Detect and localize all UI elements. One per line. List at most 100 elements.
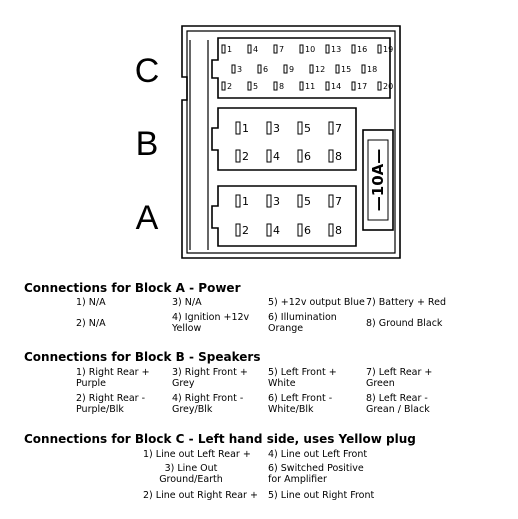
block-c-pin-1: 1) Line out Left Rear +	[143, 449, 251, 460]
svg-text:3: 3	[273, 122, 280, 135]
svg-text:4: 4	[273, 150, 280, 163]
block-a-pin-7: 7	[328, 194, 342, 208]
svg-text:12: 12	[315, 65, 325, 74]
block-a-pin-8: 8	[328, 223, 342, 237]
block-c-pin-13: 13	[325, 44, 341, 54]
svg-text:2: 2	[242, 150, 249, 163]
block-b-pin-2: 2	[235, 149, 249, 163]
svg-text:2: 2	[242, 224, 249, 237]
block-a-pin-2: 2	[235, 223, 249, 237]
svg-text:16: 16	[357, 45, 367, 54]
block-a-pin-1: 1) N/A	[76, 297, 106, 308]
svg-text:8: 8	[279, 82, 284, 91]
block-b-pin-4: 4) Right Front -Grey/Blk	[172, 393, 244, 415]
svg-text:4: 4	[273, 224, 280, 237]
svg-text:13: 13	[331, 45, 341, 54]
svg-text:7: 7	[335, 122, 342, 135]
block-c-pin-2: 2) Line out Right Rear +	[143, 490, 258, 501]
block-letter-a: A	[136, 199, 159, 237]
block-b-pin-6: 6) Left Front -White/Blk	[268, 393, 333, 415]
block-a-pin-2: 2) N/A	[76, 318, 106, 329]
block-c-pin-4: 4) Line out Left Front	[268, 449, 368, 460]
block-b-pin-4: 4	[266, 149, 280, 163]
block-a-pin-7: 7) Battery + Red	[366, 297, 446, 308]
block-c-pin-2: 2	[221, 81, 232, 91]
svg-text:11: 11	[305, 82, 315, 91]
block-letter-b: B	[136, 125, 159, 163]
block-c-pin-5: 5) Line out Right Front	[268, 490, 375, 501]
block-c-pin-1: 1	[221, 44, 232, 54]
block-b-pin-7: 7) Left Rear +Green	[366, 367, 433, 389]
block-c-pin-4: 4	[247, 44, 258, 54]
block-c-pin-19: 19	[377, 44, 393, 54]
svg-text:14: 14	[331, 82, 341, 91]
svg-text:10: 10	[305, 45, 315, 54]
block-b-pin-5: 5) Left Front +White	[268, 367, 337, 389]
block-b-pin-1: 1) Right Rear +Purple	[76, 367, 150, 389]
block-c-pin-11: 11	[299, 81, 315, 91]
block-b-pin-1: 1	[235, 121, 249, 135]
svg-text:6: 6	[304, 150, 311, 163]
block-b-pin-6: 6	[297, 149, 311, 163]
block-letter-c: C	[135, 52, 160, 90]
block-c-pin-20: 20	[377, 81, 393, 91]
svg-text:17: 17	[357, 82, 367, 91]
block-a-pin-8: 8) Ground Black	[366, 318, 443, 329]
block-c-title: Connections for Block C - Left hand side…	[24, 432, 416, 446]
svg-text:5: 5	[304, 195, 311, 208]
block-c-pin-16: 16	[351, 44, 367, 54]
svg-text:8: 8	[335, 150, 342, 163]
svg-text:7: 7	[279, 45, 284, 54]
block-b-pin-3: 3) Right Front +Grey	[172, 367, 248, 389]
svg-text:2: 2	[227, 82, 232, 91]
svg-text:7: 7	[335, 195, 342, 208]
svg-text:1: 1	[242, 122, 249, 135]
block-c-pin-12: 12	[309, 64, 325, 74]
block-a-pin-4: 4	[266, 223, 280, 237]
block-b-title: Connections for Block B - Speakers	[24, 350, 261, 364]
block-c-pin-17: 17	[351, 81, 367, 91]
block-b-pin-8: 8) Left Rear -Grean / Black	[366, 393, 430, 415]
fuse-label: —10A—	[369, 149, 387, 211]
block-b-pin-2: 2) Right Rear -Purple/Blk	[76, 393, 146, 415]
block-a-title: Connections for Block A - Power	[24, 281, 241, 295]
svg-text:15: 15	[341, 65, 351, 74]
block-a-pin-5: 5) +12v output Blue	[268, 297, 365, 308]
block-c-pin-15: 15	[335, 64, 351, 74]
block-a-pin-6: 6	[297, 223, 311, 237]
svg-text:1: 1	[227, 45, 232, 54]
block-c-pin-18: 18	[361, 64, 377, 74]
block-c-pin-6: 6	[257, 64, 268, 74]
svg-text:9: 9	[289, 65, 294, 74]
block-c-pin-8: 8	[273, 81, 284, 91]
svg-text:4: 4	[253, 45, 258, 54]
svg-text:8: 8	[335, 224, 342, 237]
block-a-pin-3: 3	[266, 194, 280, 208]
svg-text:3: 3	[273, 195, 280, 208]
svg-text:6: 6	[304, 224, 311, 237]
block-c-pin-9: 9	[283, 64, 294, 74]
svg-text:20: 20	[383, 82, 393, 91]
block-b-pin-3: 3	[266, 121, 280, 135]
svg-text:5: 5	[304, 122, 311, 135]
svg-text:19: 19	[383, 45, 393, 54]
svg-text:5: 5	[253, 82, 258, 91]
block-c-pin-7: 7	[273, 44, 284, 54]
block-a-pin-5: 5	[297, 194, 311, 208]
block-c-pin-14: 14	[325, 81, 341, 91]
block-c-pin-3: 3	[231, 64, 242, 74]
block-c-pin-10: 10	[299, 44, 315, 54]
block-b-pin-7: 7	[328, 121, 342, 135]
block-a-pin-3: 3) N/A	[172, 297, 202, 308]
block-b-pin-8: 8	[328, 149, 342, 163]
svg-text:18: 18	[367, 65, 377, 74]
block-b-pin-5: 5	[297, 121, 311, 135]
svg-text:3: 3	[237, 65, 242, 74]
block-c-pin-5: 5	[247, 81, 258, 91]
svg-text:1: 1	[242, 195, 249, 208]
